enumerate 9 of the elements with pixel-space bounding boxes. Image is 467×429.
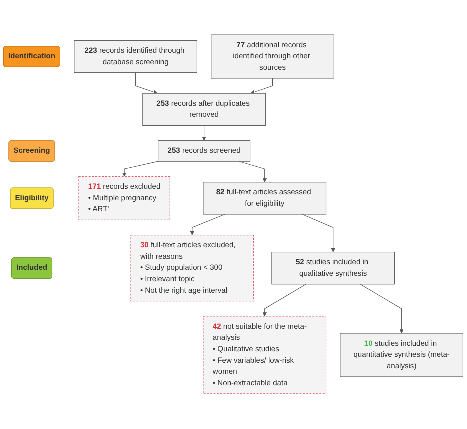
arrow [122,161,159,177]
arrow [190,214,226,236]
arrow [136,72,158,94]
arrow [302,214,336,252]
arrow [360,284,404,334]
arrow [250,78,274,94]
arrow [262,284,307,317]
arrow [239,161,267,183]
arrow [202,125,206,142]
